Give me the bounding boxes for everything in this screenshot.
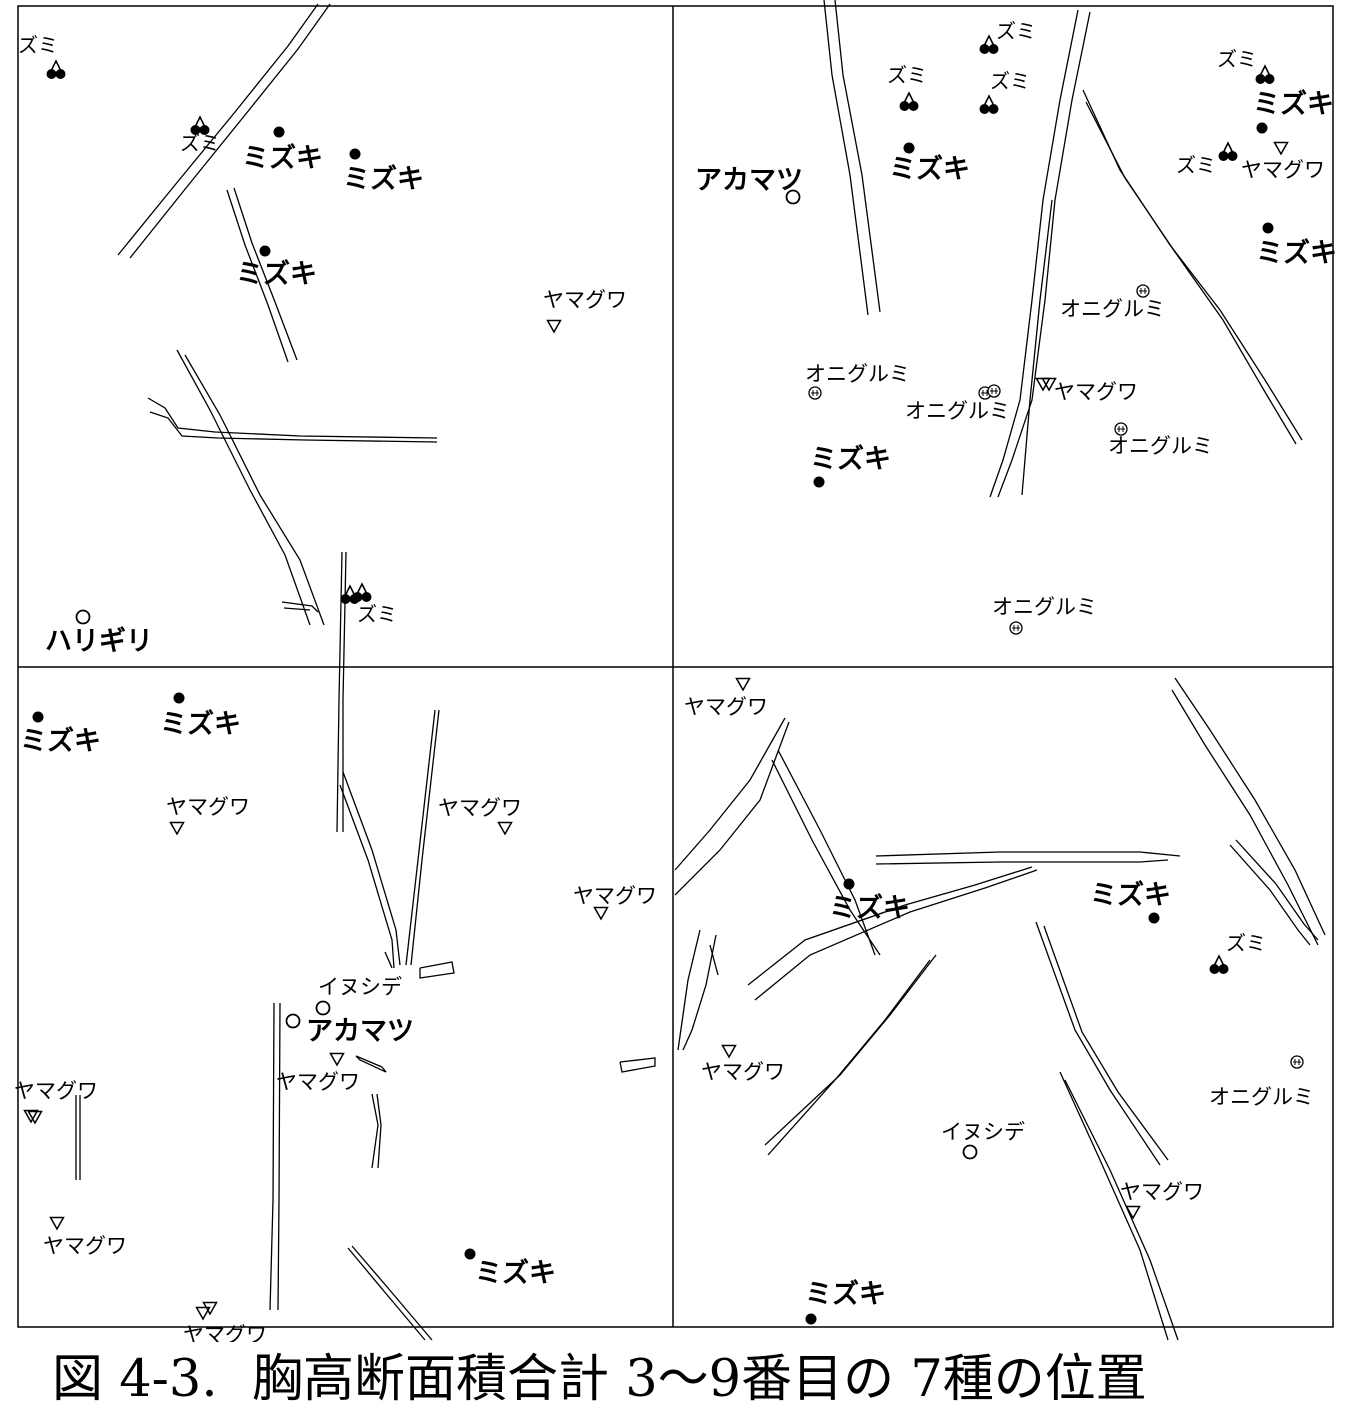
species-label: ミズキ [236, 258, 317, 290]
species-label: ミズキ [829, 892, 910, 924]
plot-frame [17, 5, 1334, 1328]
filled-dot-icon [1148, 912, 1160, 924]
species-label: アカマツ [306, 1016, 414, 1047]
labels-upper-left: ズミ ズミ ミズキ ミズキ ミズキ ヤマグワ ズミ ハリギリ [18, 33, 627, 657]
open-circle-icon [962, 1144, 978, 1160]
filled-dot-icon [259, 245, 271, 257]
open-triangle-icon [593, 906, 609, 920]
species-label: ミズキ [805, 1278, 886, 1310]
cherry-icon [1217, 142, 1239, 162]
species-label: オニグルミ [1209, 1085, 1314, 1109]
walnut-icon [1290, 1055, 1304, 1069]
labels-upper-right: ズミ ズミ ズミ ズミ ミズキ ズミ ヤマグワ ミズキ アカマツ ミズキ オニグ… [695, 19, 1337, 619]
fallen-logs [75, 0, 1326, 1341]
species-label: ヤマグワ [543, 288, 627, 312]
cherry-icon [1254, 65, 1276, 85]
cherry-icon [1208, 955, 1230, 975]
species-label: アカマツ [695, 165, 803, 196]
species-label: ヤマグワ [684, 695, 768, 719]
species-label: オニグルミ [1108, 434, 1213, 458]
species-label: ヤマグワ [701, 1060, 785, 1084]
cherry-icon [898, 92, 920, 112]
species-label: ヤマグワ [166, 795, 250, 819]
figure-title: 胸高断面積合計 3～9番目の 7種の位置 [252, 1350, 1147, 1409]
open-triangle-icon [721, 1044, 737, 1058]
species-label: イヌシデ [941, 1120, 1025, 1144]
open-triangle-icon [497, 821, 513, 835]
species-label: ミズキ [889, 153, 970, 185]
species-label: ズミ [1226, 931, 1266, 955]
species-label: ヤマグワ [573, 884, 657, 908]
open-triangle-icon [169, 821, 185, 835]
markers-lower-right [721, 677, 1304, 1325]
open-triangle-icon [546, 319, 562, 333]
filled-dot-icon [843, 878, 855, 890]
species-label: ヤマグワ [183, 1323, 267, 1342]
species-label: ヤマグワ [14, 1079, 98, 1103]
open-triangle-icon [329, 1052, 345, 1066]
cherry-icon [45, 60, 67, 80]
filled-dot-icon [813, 476, 825, 488]
species-label: ヤマグワ [1120, 1180, 1204, 1204]
species-label: オニグルミ [1060, 297, 1165, 321]
species-label: オニグルミ [805, 362, 910, 386]
species-label: ヤマグワ [1241, 158, 1325, 182]
cherry-icon [978, 95, 1000, 115]
markers-upper-right [785, 35, 1289, 635]
markers-upper-left [45, 60, 562, 625]
walnut-icon [987, 384, 1001, 398]
labels-lower-right: ヤマグワ ミズキ ミズキ ズミ ヤマグワ オニグルミ イヌシデ ヤマグワ ミズキ [684, 695, 1314, 1310]
species-label: ミズキ [810, 443, 891, 475]
species-label: ミズキ [343, 163, 424, 195]
walnut-icon [1009, 621, 1023, 635]
filled-dot-icon [349, 148, 361, 160]
filled-dot-icon [1262, 222, 1274, 234]
open-circle-icon [315, 1000, 331, 1016]
open-circle-icon [75, 609, 91, 625]
open-triangle-icon [49, 1216, 65, 1230]
species-label: イヌシデ [318, 975, 402, 999]
species-label: ミズキ [242, 142, 323, 174]
filled-dot-icon [464, 1248, 476, 1260]
filled-dot-icon [1256, 122, 1268, 134]
species-label: ズミ [357, 602, 397, 626]
species-label: ミズキ [475, 1257, 556, 1289]
species-label: ズミ [990, 69, 1030, 93]
open-circle-icon [285, 1013, 301, 1029]
figure-caption: 図 4-3. 胸高断面積合計 3～9番目の 7種の位置 [0, 1342, 1358, 1417]
open-circle-icon [785, 189, 801, 205]
species-label: ヤマグワ [1054, 380, 1138, 404]
species-label: ズミ [180, 131, 220, 155]
species-label: ズミ [996, 19, 1036, 43]
species-label: ミズキ [1256, 237, 1337, 269]
species-label: ミズキ [160, 708, 241, 740]
tree-location-map: ズミ ズミ ミズキ ミズキ ミズキ ヤマグワ ズミ ハリギリ ズミ ズミ ズミ … [14, 0, 1337, 1342]
species-label: ズミ [887, 63, 927, 87]
walnut-icon [808, 386, 822, 400]
species-label: ヤマグワ [43, 1234, 127, 1258]
species-label: ズミ [18, 33, 58, 57]
labels-lower-left: ミズキ ミズキ ヤマグワ ヤマグワ ヤマグワ イヌシデ アカマツ ヤマグワ ヤマ… [14, 708, 657, 1342]
figure-number: 図 4-3. [52, 1350, 218, 1409]
species-label: ヤマグワ [276, 1070, 360, 1094]
filled-dot-icon [173, 692, 185, 704]
species-label: ヤマグワ [438, 796, 522, 820]
species-label: ズミ [1176, 153, 1216, 177]
filled-dot-icon [805, 1313, 817, 1325]
species-label: オニグルミ [992, 595, 1097, 619]
filled-dot-icon [273, 126, 285, 138]
species-label: ハリギリ [45, 626, 153, 657]
species-label: ズミ [1217, 47, 1257, 71]
open-triangle-icon [735, 677, 751, 691]
markers-lower-left [23, 692, 609, 1320]
species-label: ミズキ [1253, 88, 1334, 120]
walnut-icon [1136, 284, 1150, 298]
species-label: ミズキ [20, 725, 101, 757]
open-triangle-icon [1273, 141, 1289, 155]
filled-dot-icon [32, 711, 44, 723]
cherry-icon [351, 583, 373, 603]
species-label: ミズキ [1090, 879, 1171, 911]
species-label: オニグルミ [905, 399, 1010, 423]
filled-dot-icon [903, 142, 915, 154]
